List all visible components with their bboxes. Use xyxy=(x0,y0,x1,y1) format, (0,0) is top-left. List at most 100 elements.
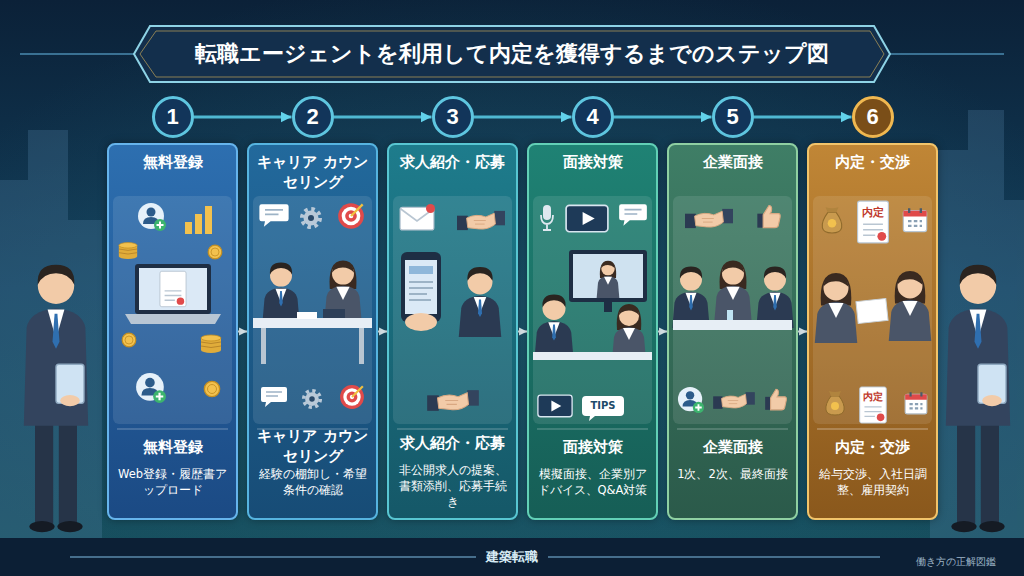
tips-bubble xyxy=(582,396,624,421)
company-interview-illustration xyxy=(756,266,793,328)
step-description: 経験の棚卸し・希望条件の確認 xyxy=(254,466,371,510)
job-offer-illustration xyxy=(400,204,435,230)
step-subheading: 企業面接 xyxy=(674,430,791,466)
company-interview-illustration xyxy=(714,260,751,322)
job-offer-illustration xyxy=(405,313,437,331)
counseling-illustration xyxy=(253,196,372,429)
counseling-illustration xyxy=(323,309,345,318)
registration-illustration xyxy=(119,243,137,260)
step-description: 非公開求人の提案、書類添削、応募手続き xyxy=(394,462,511,510)
interview-prep-illustration xyxy=(537,429,648,430)
registration-illustration xyxy=(201,335,221,353)
step-arrow xyxy=(474,116,572,119)
diagram-title: 転職エージェントを利用して内定を獲得するまでのステップ図 xyxy=(160,30,864,78)
offer-negotiation-illustration xyxy=(856,298,888,323)
job-offer-illustration xyxy=(401,252,441,322)
interview-prep-illustration xyxy=(604,302,612,312)
step-number-circle: 5 xyxy=(712,96,754,138)
offer-negotiation-illustration xyxy=(815,273,858,343)
registration-illustration xyxy=(139,268,207,310)
counseling-illustration xyxy=(261,387,287,407)
registration-illustration xyxy=(138,203,166,231)
flow-arrow xyxy=(658,331,667,333)
counseling-illustration xyxy=(340,385,364,409)
step-number: 3 xyxy=(446,106,458,128)
counseling-illustration xyxy=(338,203,364,229)
title-banner xyxy=(134,26,890,82)
registration-illustration xyxy=(136,373,166,403)
step-arrow xyxy=(754,116,852,119)
step-subheading: 無料登録 xyxy=(114,430,231,466)
company-interview-illustration xyxy=(727,310,733,320)
flow-arrow xyxy=(238,331,247,333)
registration-illustration xyxy=(122,333,136,347)
step-number-circle: 3 xyxy=(432,96,474,138)
offer-negotiation-illustration xyxy=(822,207,842,233)
interview-prep-illustration xyxy=(533,196,652,429)
step-subheading: 求人紹介・応募 xyxy=(394,426,511,462)
step-description: 1次、2次、最終面接 xyxy=(674,466,791,510)
registration-illustration xyxy=(208,245,222,259)
job-offer-illustration xyxy=(427,390,479,411)
registration-illustration xyxy=(185,222,192,234)
interview-prep-illustration xyxy=(541,205,553,230)
interview-prep-illustration xyxy=(534,295,573,359)
interview-prep-illustration xyxy=(533,352,652,360)
counseling-illustration xyxy=(297,312,317,319)
city-skyline xyxy=(0,180,30,540)
step-description: Web登録・履歴書アップロード xyxy=(114,466,231,510)
offer-negotiation-illustration xyxy=(817,429,928,430)
offer-letter xyxy=(858,201,889,243)
step-number: 1 xyxy=(166,106,178,128)
job-offer-illustration xyxy=(393,196,512,424)
step-description: 模擬面接、企業別アドバイス、Q&A対策 xyxy=(534,466,651,510)
footer-label: 建築転職 xyxy=(476,549,548,565)
counseling-illustration xyxy=(261,328,266,364)
step-number: 4 xyxy=(586,106,598,128)
interview-prep-illustration xyxy=(533,196,652,424)
step-subheading: 面接対策 xyxy=(534,430,651,466)
registration-illustration xyxy=(117,429,228,430)
step-number: 5 xyxy=(726,106,738,128)
flow-arrow xyxy=(378,331,387,333)
step-subheading: 内定・交渉 xyxy=(814,430,931,466)
watermark: 働き方の正解図鑑 xyxy=(916,556,996,568)
circle-outline xyxy=(293,98,332,137)
step-subheading: キャリア カウンセリング xyxy=(254,427,371,466)
registration-illustration xyxy=(135,264,211,314)
registration-illustration xyxy=(113,196,232,429)
interview-prep-illustration xyxy=(619,204,647,225)
registration-illustration xyxy=(195,214,202,234)
counseling-illustration xyxy=(304,391,321,408)
step-heading: キャリア カウンセリング xyxy=(254,153,371,192)
counseling-illustration xyxy=(257,429,368,430)
job-offer-illustration xyxy=(405,260,437,314)
company-interview-illustration xyxy=(685,209,733,228)
step-number: 6 xyxy=(866,106,878,128)
offer-negotiation-illustration xyxy=(905,392,927,414)
offer-negotiation-illustration xyxy=(903,208,926,231)
offer-negotiation-illustration xyxy=(813,196,932,424)
offer-negotiation-illustration xyxy=(813,196,932,429)
job-offer-illustration xyxy=(409,282,433,300)
footer-bar xyxy=(70,556,880,558)
interview-prep-illustration xyxy=(597,261,620,298)
registration-illustration xyxy=(205,206,212,234)
job-offer-illustration xyxy=(459,267,502,337)
footer-bar xyxy=(0,538,1024,576)
flow-arrow xyxy=(518,331,527,333)
step-arrow xyxy=(614,116,712,119)
company-interview-illustration xyxy=(765,389,786,410)
interview-prep-illustration xyxy=(612,304,646,360)
step-number-circle: 4 xyxy=(572,96,614,138)
circle-outline xyxy=(153,98,192,137)
offer-letter-label: 内定 xyxy=(863,391,883,403)
step-heading: 内定・交渉 xyxy=(814,153,931,173)
registration-illustration xyxy=(113,196,232,424)
step-number-circle: 6 xyxy=(852,96,894,138)
step-arrow xyxy=(194,116,292,119)
counseling-illustration xyxy=(262,262,299,324)
